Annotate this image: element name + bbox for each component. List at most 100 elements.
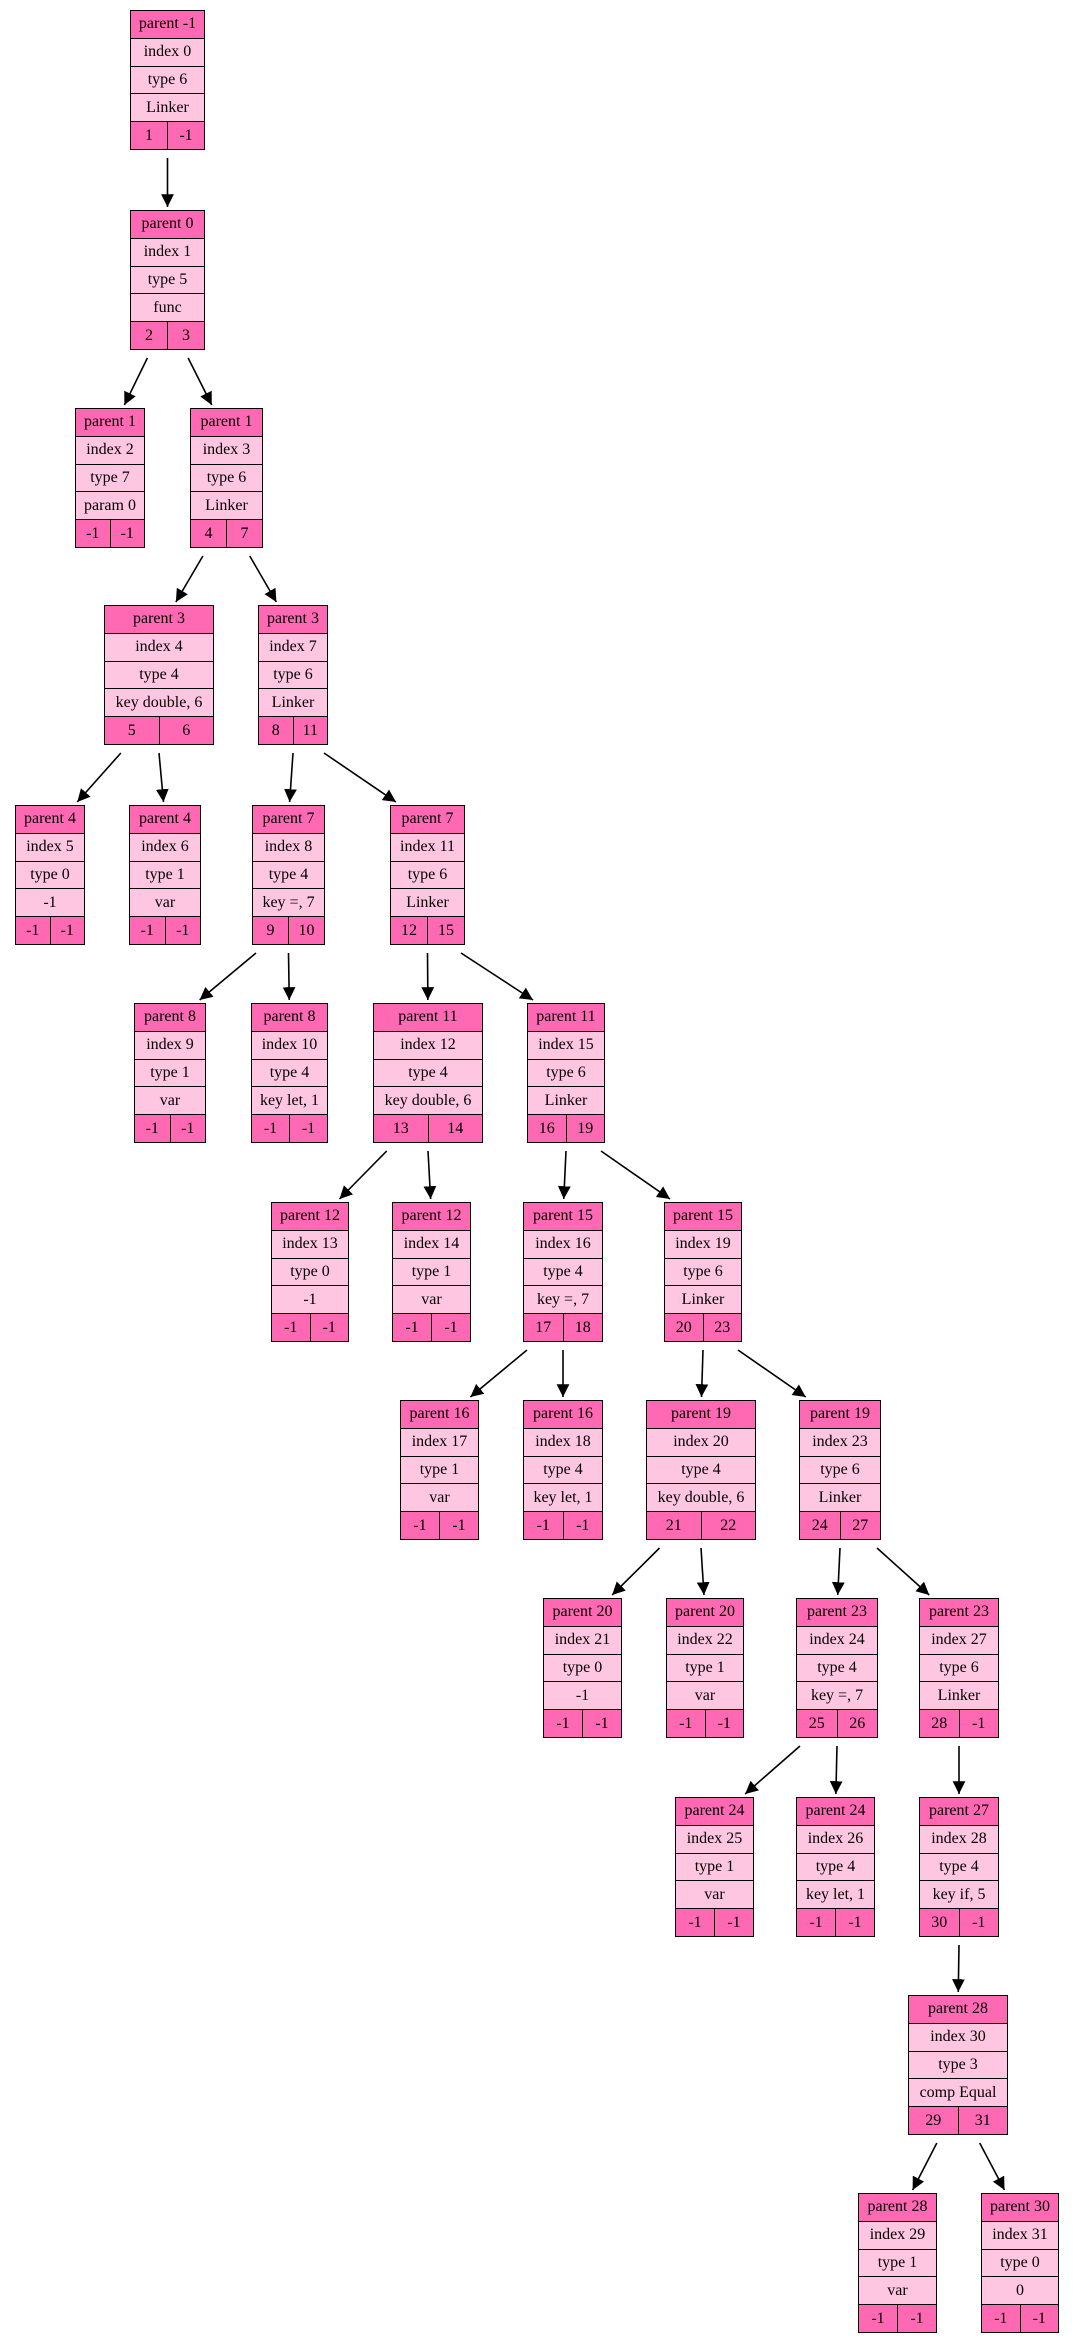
node-parent-label: parent 28	[909, 1996, 1007, 2024]
node-index-label: index 23	[800, 1428, 880, 1457]
node-value-label: Linker	[528, 1087, 604, 1116]
node-value-label: Linker	[800, 1484, 880, 1513]
node-type-label: type 6	[391, 861, 464, 890]
node-type-label: type 6	[665, 1258, 741, 1287]
node-value-label: key =, 7	[253, 889, 324, 918]
node-parent-label: parent 11	[374, 1004, 482, 1032]
node-type-label: type 1	[859, 2249, 936, 2278]
node-right-child: -1	[309, 1314, 349, 1341]
node-parent-label: parent 3	[259, 606, 327, 634]
node-child-pointers: -1-1	[797, 1909, 874, 1936]
node-type-label: type 4	[797, 1853, 874, 1882]
node-parent-label: parent 16	[524, 1401, 602, 1429]
node-index-label: index 9	[135, 1031, 205, 1060]
node-type-label: type 4	[920, 1853, 998, 1882]
node-left-child: -1	[26, 921, 40, 939]
node-index-label: index 25	[676, 1825, 753, 1854]
node-right-child: -1	[167, 122, 204, 149]
node-value-label: var	[401, 1484, 478, 1513]
tree-edge-arrow	[557, 1150, 571, 1200]
node-index-label: index 16	[524, 1230, 602, 1259]
node-parent-label: parent 7	[253, 806, 324, 834]
node-left-child: 16	[538, 1119, 555, 1137]
node-type-label: type 4	[524, 1258, 602, 1287]
node-parent-label: parent 16	[401, 1401, 478, 1429]
node-right-child: 23	[702, 1314, 742, 1341]
node-index-label: index 2	[76, 436, 144, 465]
node-value-label: key let, 1	[797, 1881, 874, 1910]
node-type-label: type 0	[272, 1258, 348, 1287]
node-parent-label: parent -1	[131, 11, 204, 39]
node-right-child: -1	[958, 1710, 999, 1737]
node-value-label: 0	[982, 2277, 1058, 2306]
node-left-child: 4	[204, 524, 213, 542]
node-type-label: type 4	[374, 1059, 482, 1088]
node-parent-label: parent 24	[676, 1798, 753, 1826]
node-index-label: index 10	[252, 1031, 327, 1060]
node-value-label: Linker	[920, 1682, 998, 1711]
node-left-child: -1	[413, 1516, 427, 1534]
node-left-child: -1	[688, 1913, 702, 1931]
node-parent-label: parent 27	[920, 1798, 998, 1826]
node-parent-label: parent 11	[528, 1004, 604, 1032]
node-type-label: type 1	[401, 1456, 478, 1485]
node-parent-label: parent 23	[797, 1599, 877, 1627]
node-parent-label: parent 7	[391, 806, 464, 834]
tree-edge-arrow	[911, 2142, 938, 2191]
tree-edge-arrow	[952, 1944, 965, 1993]
node-parent-label: parent 19	[647, 1401, 755, 1429]
node-value-label: var	[667, 1682, 743, 1711]
node-value-label: comp Equal	[909, 2079, 1007, 2108]
node-parent-label: parent 24	[797, 1798, 874, 1826]
node-right-child: -1	[289, 1115, 327, 1142]
node-right-child: -1	[1019, 2305, 1059, 2332]
node-type-label: type 0	[982, 2249, 1058, 2278]
node-type-label: type 0	[544, 1654, 621, 1683]
node-right-child: 7	[226, 520, 262, 547]
node-left-child: 20	[675, 1318, 692, 1336]
tree-edge-arrow	[737, 1349, 807, 1398]
tree-edge-arrow	[460, 952, 534, 1001]
node-left-child: -1	[86, 524, 100, 542]
node-value-label: key =, 7	[524, 1286, 602, 1315]
node-child-pointers: 28-1	[920, 1710, 998, 1737]
node-type-label: type 7	[76, 464, 144, 493]
node-type-label: type 1	[135, 1059, 205, 1088]
tree-edge-arrow	[831, 1547, 845, 1596]
node-type-label: type 4	[797, 1654, 877, 1683]
node-type-label: type 0	[16, 861, 84, 890]
node-right-child: 11	[292, 717, 328, 744]
node-right-child: -1	[431, 1314, 470, 1341]
tree-edge-arrow	[249, 555, 278, 603]
node-right-child: 10	[288, 917, 324, 944]
node-type-label: type 4	[253, 861, 324, 890]
node-parent-label: parent 4	[130, 806, 200, 834]
node-left-child: 9	[266, 921, 275, 939]
node-value-label: -1	[272, 1286, 348, 1315]
node-child-pointers: 30-1	[920, 1909, 998, 1936]
node-child-pointers: -1-1	[859, 2305, 936, 2332]
node-type-label: type 3	[909, 2051, 1007, 2080]
node-right-child: -1	[582, 1710, 621, 1737]
node-index-label: index 12	[374, 1031, 482, 1060]
node-right-child: -1	[109, 520, 145, 547]
node-index-label: index 6	[130, 833, 200, 862]
